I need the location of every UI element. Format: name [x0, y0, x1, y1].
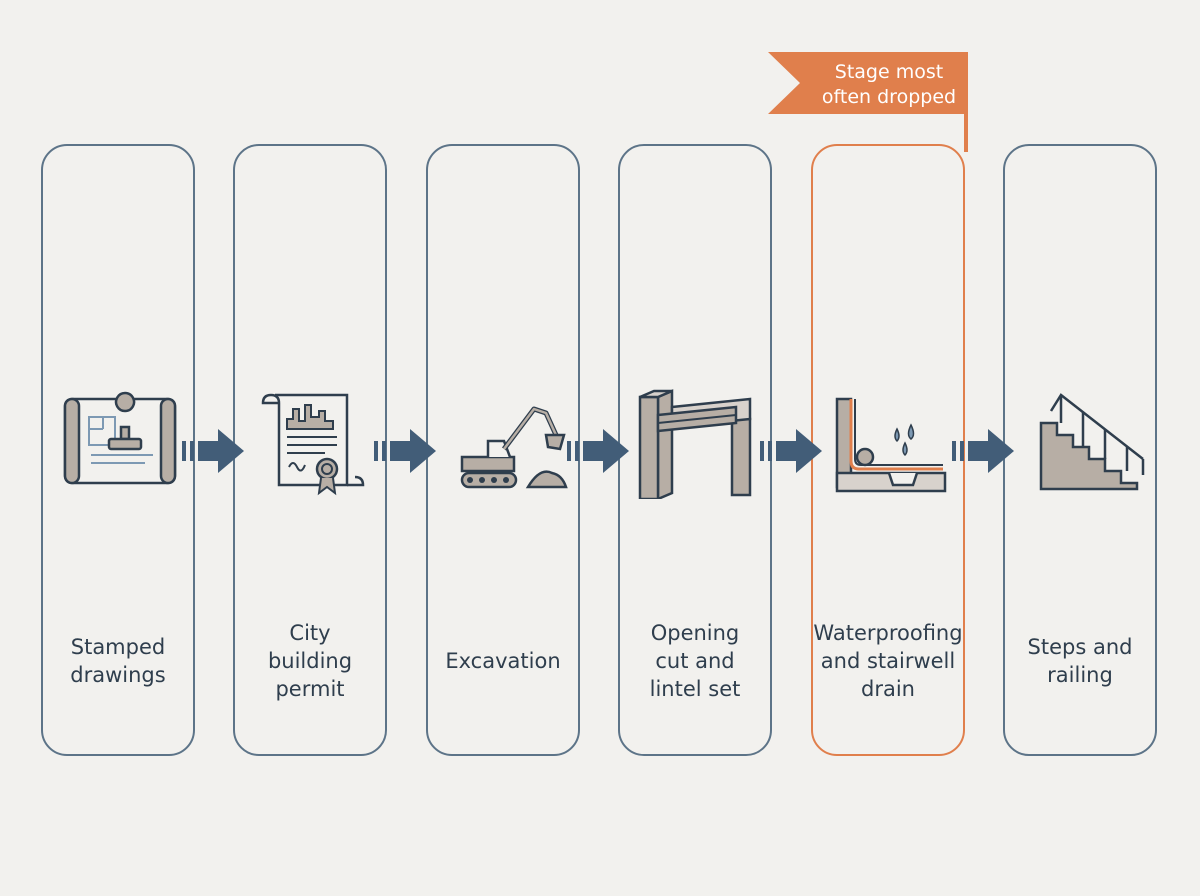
stage-excavation: Excavation [426, 144, 580, 756]
excavator-icon [460, 406, 568, 489]
flow-arrow-icon [952, 429, 1014, 473]
flow-arrow-icon [760, 429, 822, 473]
stage-label: Opening cut and lintel set [649, 621, 741, 701]
stage-city-building-permit: City building permit [233, 144, 387, 756]
flow-arrow-icon [567, 429, 629, 473]
stage-label: Waterproofing and stairwell drain [813, 621, 963, 701]
flow-arrow-icon [374, 429, 436, 473]
stage-steps-and-railing: Steps and railing [1003, 144, 1157, 756]
stage-opening-cut-and-lintel-set: Opening cut and lintel set [618, 144, 772, 756]
stage-label: Steps and railing [1027, 635, 1133, 687]
flow-arrow-icon [182, 429, 244, 473]
stage-label: Excavation [445, 649, 561, 673]
stage-stamped-drawings: Stamped drawings [41, 144, 195, 756]
stage-label: Stamped drawings [70, 635, 166, 687]
permit-certificate-icon [261, 393, 365, 496]
stage-label: City building permit [267, 621, 353, 701]
stairs-railing-icon [1039, 393, 1145, 491]
callout-flag [768, 52, 968, 152]
stamped-blueprint-icon [63, 391, 177, 485]
callout-text: Stage most often dropped [821, 61, 957, 108]
stage-waterproofing-and-stairwell-drain: Waterproofing and stairwell drain [811, 144, 965, 756]
lintel-beam-icon [638, 389, 752, 499]
waterproofing-drain-icon [835, 397, 947, 493]
